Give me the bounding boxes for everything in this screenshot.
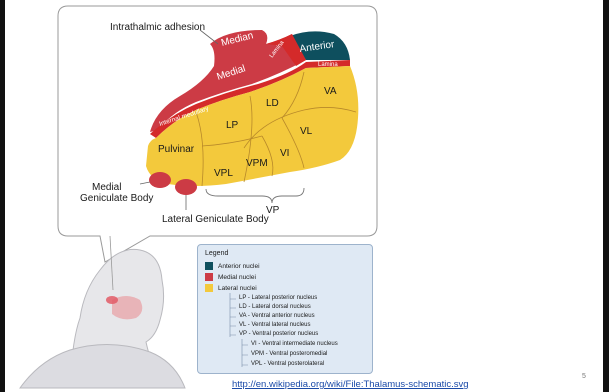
label-va: VA [324,86,337,97]
label-medial-geniculate-1: Medial [92,182,121,193]
legend-lateral-item: VL - Ventral lateral nucleus [239,322,310,328]
legend-lateral-item: VP - Ventral posterior nucleus [239,331,318,337]
label-lp: LP [226,120,239,131]
legend-vp-item: VI - Ventral intermediate nucleus [251,341,338,347]
label-vpm: VPM [246,158,268,169]
legend-lateral-item: LD - Lateral dorsal nucleus [239,304,311,310]
legend-vp-item: VPL - Ventral posterolateral [251,361,324,367]
source-link[interactable]: http://en.wikipedia.org/wiki/File:Thalam… [232,379,469,390]
label-lamina-right: Lamina [318,62,338,68]
head-illustration [20,249,185,388]
label-vpl: VPL [214,168,233,179]
legend-lateral-item: VA - Ventral anterior nucleus [239,313,315,319]
page-number: 5 [582,373,586,380]
label-pulvinar: Pulvinar [158,144,195,155]
label-vl: VL [300,126,313,137]
label-vi: VI [280,148,289,159]
medial-geniculate-body [149,172,171,188]
legend-lateral-item: LP - Lateral posterior nucleus [239,295,317,301]
legend-vp-item: VPM - Ventral posteromedial [251,351,327,357]
legend-box: Legend Anterior nuclei Medial nuclei Lat… [197,244,373,374]
label-intrathalmic-adhesion: Intrathalmic adhesion [110,22,205,33]
lateral-geniculate-body [175,179,197,195]
label-ld: LD [266,98,279,109]
label-lateral-geniculate: Lateral Geniculate Body [162,214,269,225]
label-medial-geniculate-2: Geniculate Body [80,193,153,204]
